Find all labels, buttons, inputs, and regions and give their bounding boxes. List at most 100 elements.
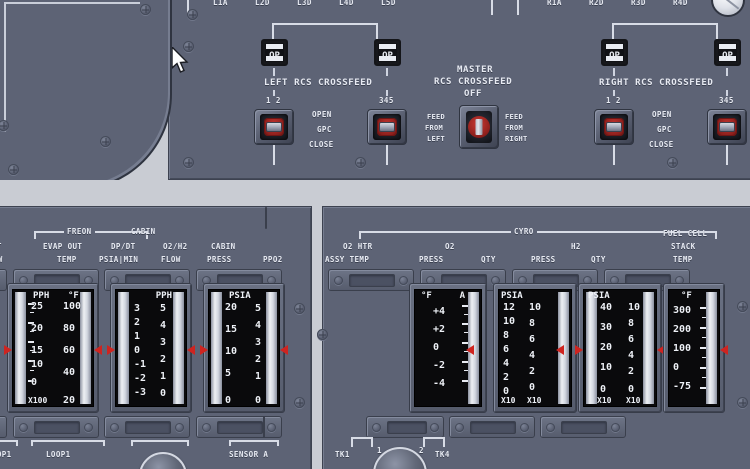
scale-value: 10 bbox=[31, 359, 44, 370]
left-crossfeed-title: LEFT RCS CROSSFEED bbox=[264, 78, 373, 88]
scale-value: 2 bbox=[160, 354, 167, 365]
gauge-tape-left bbox=[211, 292, 222, 404]
standby-panel: STBY bbox=[0, 0, 172, 190]
col-header-o2-htr: O2 HTR bbox=[343, 242, 373, 251]
left-crossfeed-talkback-2[interactable]: OP bbox=[374, 39, 401, 66]
scale-value: 10 bbox=[503, 316, 516, 327]
switch-lever bbox=[380, 123, 394, 131]
strip-screw bbox=[175, 276, 184, 285]
strip-screw bbox=[611, 423, 620, 432]
right-crossfeed-talkback-1[interactable]: OP bbox=[601, 39, 628, 66]
scale-value: 15 bbox=[31, 345, 44, 356]
panel-screw bbox=[100, 136, 111, 147]
scale-value: 40 bbox=[600, 302, 613, 313]
scale-value: 5 bbox=[160, 303, 167, 314]
scale-value: 4 bbox=[529, 350, 536, 361]
scale-value: 2 bbox=[255, 354, 262, 365]
gauge-unit-right: PPH bbox=[155, 291, 172, 301]
switch-lever bbox=[267, 123, 281, 131]
connector-strip bbox=[540, 416, 626, 438]
right-crossfeed-talkback-2[interactable]: OP bbox=[714, 39, 741, 66]
right-crossfeed-bracket bbox=[612, 23, 718, 39]
connector-strip bbox=[449, 416, 535, 438]
cb-label-R1A: R1A bbox=[547, 0, 562, 7]
standby-panel-inner-frame bbox=[4, 2, 140, 132]
right-crossfeed-dash-2 bbox=[726, 68, 728, 76]
col-header-o2h2: O2/H2 bbox=[163, 242, 188, 251]
rotary-selector-dial[interactable] bbox=[139, 452, 187, 469]
right-crossfeed-switch-1[interactable] bbox=[594, 109, 634, 145]
gauge-needle-left bbox=[575, 345, 583, 356]
fuel-cell-group-label: FUEL CELL bbox=[663, 229, 708, 238]
strip-screw bbox=[84, 276, 93, 285]
strip-screw bbox=[19, 423, 28, 432]
panel-screw bbox=[737, 301, 748, 312]
talkback-bar-top bbox=[266, 44, 283, 49]
connector-strip bbox=[196, 416, 282, 438]
switch-lever bbox=[720, 123, 734, 131]
scale-value: 6 bbox=[503, 344, 510, 355]
gauge-tape-right bbox=[266, 292, 277, 404]
connector-strip bbox=[366, 416, 444, 438]
panel-gap-divider bbox=[0, 180, 750, 206]
gauge-face: PPH °F 25 20 15 10 0 100 80 60 40 20 X10… bbox=[12, 289, 94, 407]
loop-bracket-2 bbox=[31, 440, 105, 446]
sensor-bracket-2 bbox=[229, 440, 279, 446]
strip-screw bbox=[110, 276, 119, 285]
cb-group-separator-left bbox=[187, 0, 189, 15]
scale-value: 0 bbox=[433, 342, 440, 353]
panel-screw bbox=[187, 9, 198, 20]
panel-latch-handle[interactable] bbox=[711, 0, 745, 17]
o2-heater-assy-temp-gauge: °F A +4 +2 0 -2 -4 bbox=[409, 283, 487, 413]
col-header-o2h2-flow: FLOW bbox=[161, 255, 181, 264]
gauge-unit-left: PSIA bbox=[501, 291, 523, 301]
cb-group-separator-mid bbox=[491, 0, 493, 15]
scale-value: 100 bbox=[63, 301, 82, 312]
left-crossfeed-switch-1[interactable] bbox=[254, 109, 294, 145]
scale-value: 3 bbox=[255, 337, 262, 348]
gauge-tape-right bbox=[173, 292, 184, 404]
gauge-unit-left: °F bbox=[421, 291, 432, 301]
scale-value: -4 bbox=[433, 378, 446, 389]
gauge-needle-left bbox=[107, 345, 115, 356]
scale-value: 10 bbox=[628, 302, 641, 313]
cb-label-R4D: R4D bbox=[673, 0, 688, 7]
master-crossfeed-line1: MASTER bbox=[457, 65, 494, 75]
panel-screw bbox=[8, 164, 19, 175]
talkback-bar-bottom bbox=[606, 56, 623, 61]
fuel-cell-stack-temp-gauge: °F 300 200 100 0 -75 bbox=[663, 283, 728, 413]
col-header-out: OUT bbox=[0, 242, 2, 252]
connector-strip bbox=[263, 416, 265, 438]
scale-value: 20 bbox=[225, 302, 238, 313]
right-crossfeed-switch-2[interactable] bbox=[707, 109, 747, 145]
master-feed-right-line1: FEED bbox=[505, 113, 524, 121]
strip-screw bbox=[518, 276, 527, 285]
strip-screw bbox=[675, 276, 684, 285]
left-switch-stem-2 bbox=[386, 145, 388, 165]
talkback-window: OP bbox=[265, 43, 284, 62]
left-crossfeed-switch-2[interactable] bbox=[367, 109, 407, 145]
talkback-window: OP bbox=[718, 43, 737, 62]
connector-strip bbox=[265, 207, 267, 229]
scale-value: 60 bbox=[63, 345, 76, 356]
scale-value: 20 bbox=[31, 323, 44, 334]
bottom-label-tk1: TK1 bbox=[335, 450, 350, 459]
cb-label-L5D: L5D bbox=[381, 0, 396, 7]
scale-value: 5 bbox=[225, 368, 232, 379]
left-crossfeed-bracket bbox=[272, 23, 378, 39]
col-header-evap-temp: TEMP bbox=[57, 255, 77, 264]
panel-screw bbox=[317, 329, 328, 340]
left-crossfeed-talkback-1[interactable]: OP bbox=[261, 39, 288, 66]
strip-slot bbox=[217, 421, 263, 434]
master-crossfeed-switch[interactable] bbox=[459, 105, 499, 149]
left-switch-stem-1 bbox=[273, 145, 275, 165]
connector-strip bbox=[0, 269, 7, 291]
master-feed-left-line3: LEFT bbox=[427, 135, 446, 143]
gauge-face: PSIA 20 15 10 5 0 5 4 3 2 1 0 bbox=[208, 289, 280, 407]
strip-screw bbox=[175, 423, 184, 432]
strip-screw bbox=[84, 423, 93, 432]
talkback-bar-top bbox=[606, 44, 623, 49]
col-header-h2-press: PRESS bbox=[531, 255, 556, 264]
scale-value: -2 bbox=[134, 373, 147, 384]
